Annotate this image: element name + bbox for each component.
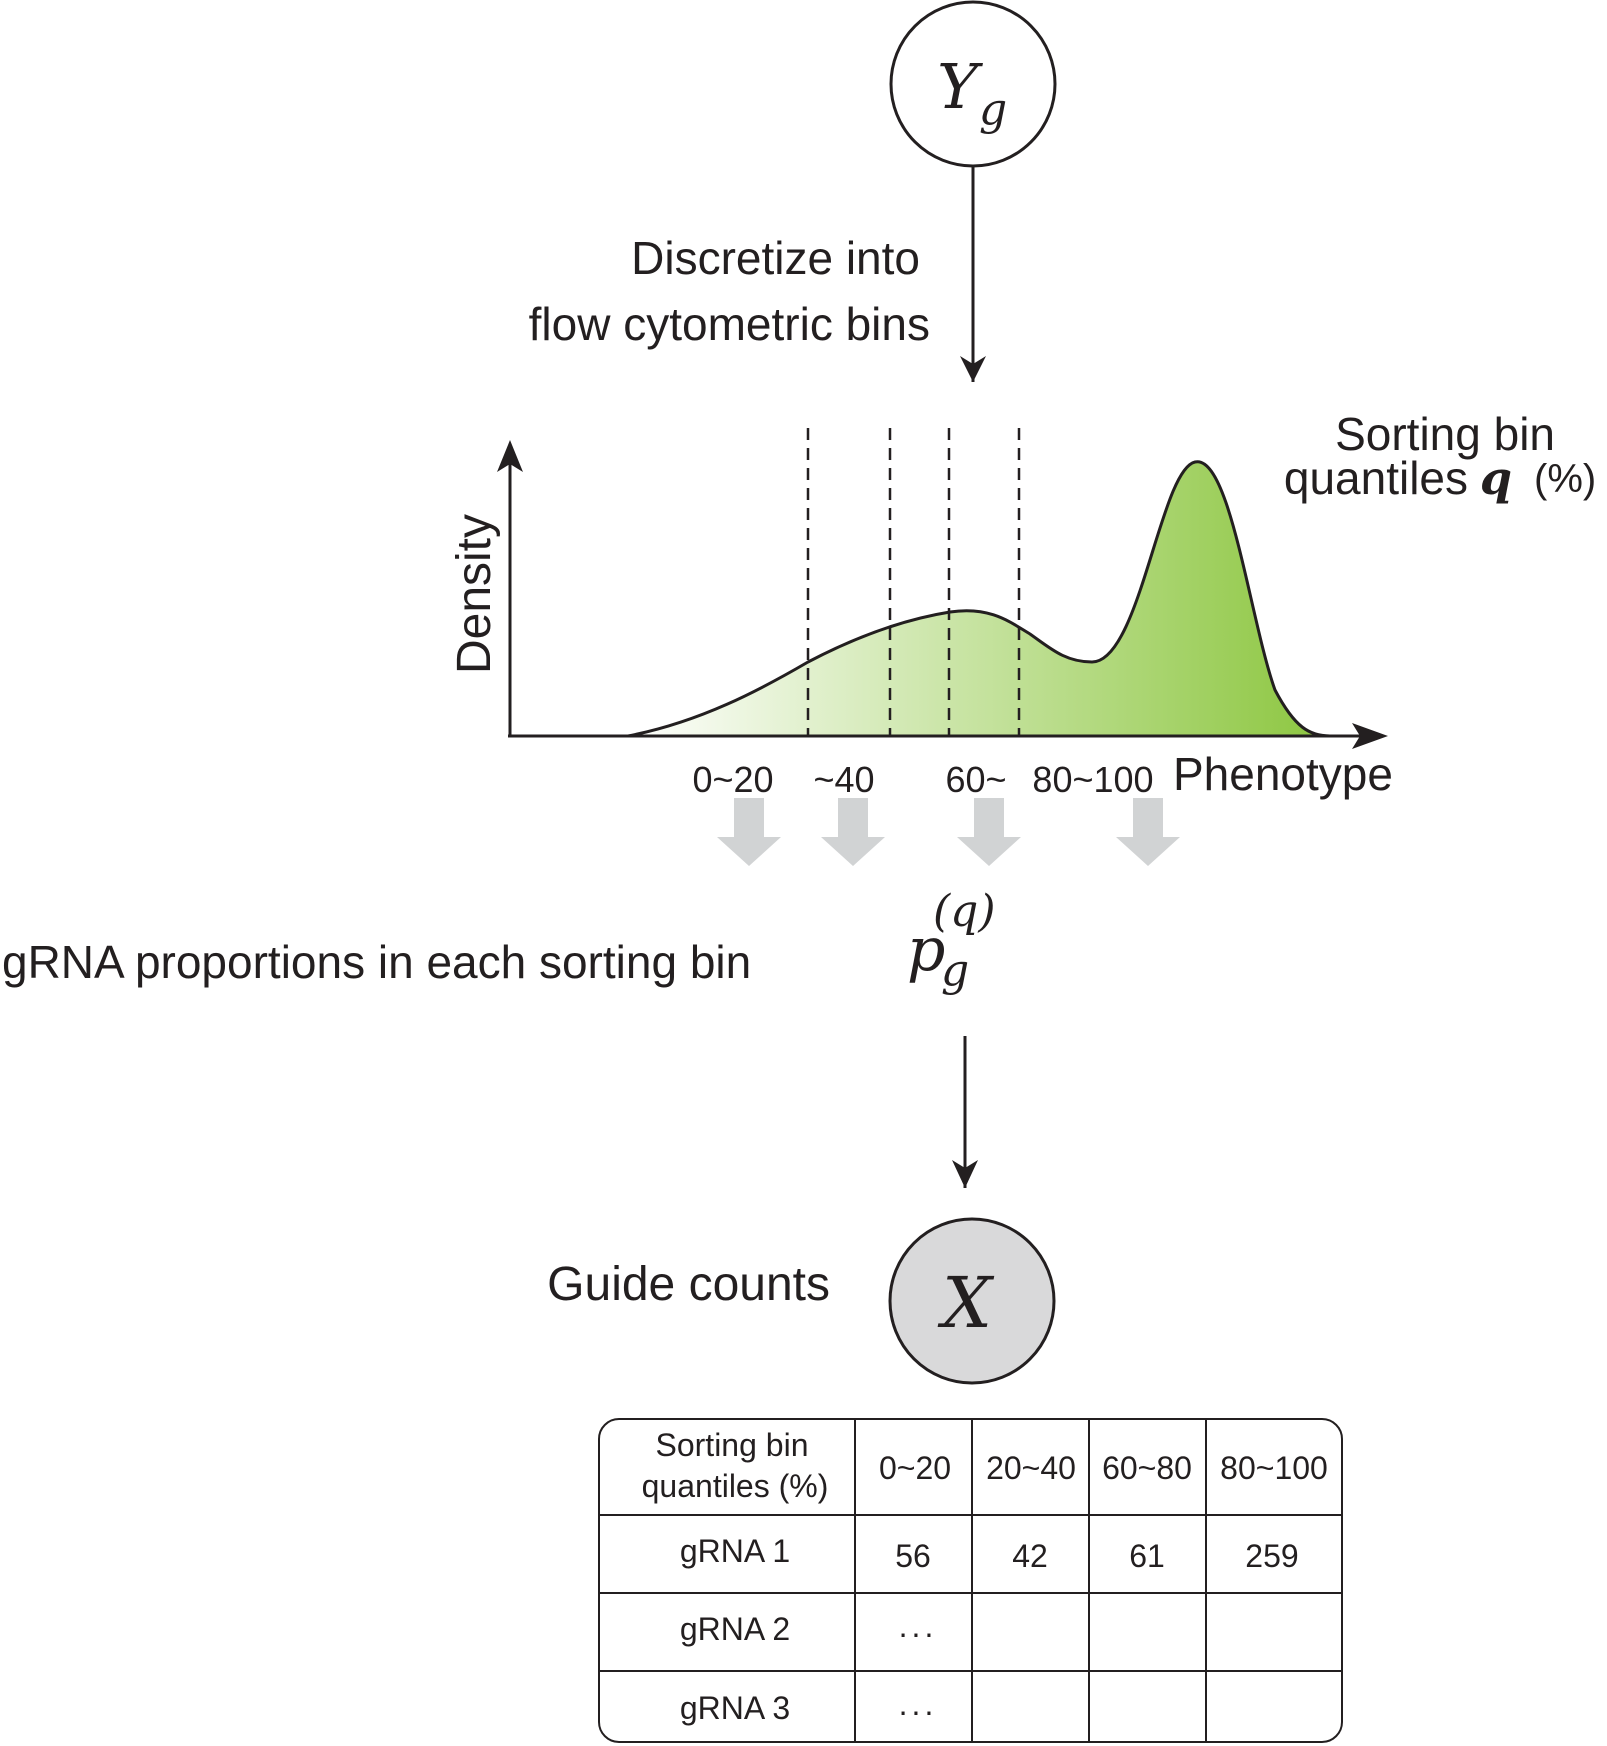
sorting-unit: (%) [1534, 457, 1596, 501]
table-row-1-cell-1: 56 [895, 1538, 931, 1574]
density-curve [627, 460, 1331, 738]
bin-arrow-4 [1116, 798, 1180, 866]
y-axis-arrowhead [497, 440, 523, 472]
node-y-g: Y g [889, 0, 1057, 168]
table-row-3-label: gRNA 3 [680, 1690, 790, 1726]
table-row-1-cell-4: 259 [1245, 1538, 1298, 1574]
node-x-symbol: X [937, 1262, 995, 1344]
density-plot: Density Phenotype 0~20 ~40 60~ 80~100 [448, 428, 1393, 800]
guide-count-table: Sorting bin quantiles (%) 0~20 20~40 60~… [598, 1418, 1343, 1743]
table-col-header-3: 60~80 [1102, 1450, 1192, 1486]
bin-label-2: ~40 [813, 759, 874, 800]
bin-arrow-3 [957, 798, 1021, 866]
table-header-line2: quantiles (%) [642, 1468, 829, 1504]
table-col-header-1: 0~20 [879, 1450, 951, 1486]
density-axis-label: Density [448, 514, 501, 674]
node-y-subscript: g [979, 84, 1007, 135]
bin-label-4: 80~100 [1032, 759, 1153, 800]
density-curve-fill [628, 461, 1330, 736]
table-col-header-2: 20~40 [986, 1450, 1076, 1486]
table-row-2-cell-1: ... [899, 1608, 938, 1644]
table-row-1-cell-2: 42 [1012, 1538, 1048, 1574]
node-x-circle [888, 1217, 1056, 1385]
discretize-label-line2: flow cytometric bins [529, 298, 930, 350]
guide-counts-label: Guide counts [547, 1258, 830, 1311]
table-row-1-label: gRNA 1 [680, 1533, 790, 1569]
sorting-symbol-q: q [1480, 451, 1512, 505]
table-row-1-cell-3: 61 [1129, 1538, 1165, 1574]
table-row-2-label: gRNA 2 [680, 1611, 790, 1647]
sorting-label-line2: quantiles [1284, 452, 1468, 504]
arrow-y-to-histogram-head [960, 356, 986, 382]
node-y-g-circle [889, 0, 1057, 168]
table-border [598, 1418, 1343, 1743]
bin-label-1: 0~20 [692, 759, 773, 800]
arrow-p-to-x-head [952, 1160, 978, 1188]
proportion-superscript-q: (q) [933, 886, 996, 937]
bin-arrows [717, 798, 1180, 866]
bin-label-3: 60~ [945, 759, 1006, 800]
phenotype-axis-label: Phenotype [1173, 748, 1393, 800]
node-y-symbol: Y [937, 50, 983, 123]
bin-arrow-2 [821, 798, 885, 866]
table-row-3-cell-1: ... [899, 1686, 938, 1722]
table-header-line1: Sorting bin [656, 1427, 809, 1463]
proportion-symbol-p: p [907, 915, 945, 985]
bin-arrow-1 [717, 798, 781, 866]
proportion-subscript-g: g [941, 945, 969, 996]
table-col-header-4: 80~100 [1220, 1450, 1328, 1486]
proportions-label: gRNA proportions in each sorting bin [2, 936, 751, 988]
sorting-label-line1: Sorting bin [1335, 408, 1555, 460]
node-x: X [888, 1217, 1056, 1385]
discretize-label-line1: Discretize into [631, 232, 920, 284]
x-axis-arrowhead [1352, 723, 1388, 749]
